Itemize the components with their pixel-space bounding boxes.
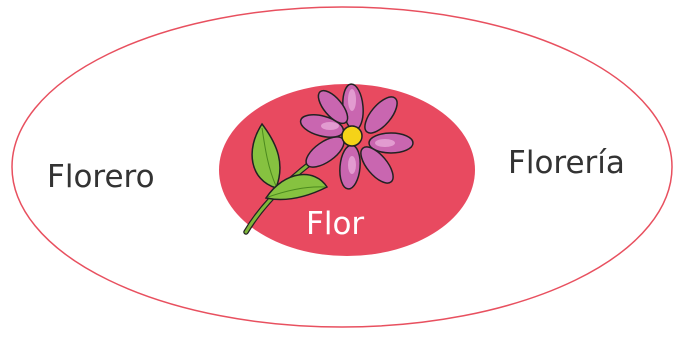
center-word: Flor xyxy=(306,206,364,242)
flower-icon xyxy=(243,83,414,235)
left-word: Florero xyxy=(47,159,155,195)
right-word: Florería xyxy=(508,145,625,181)
